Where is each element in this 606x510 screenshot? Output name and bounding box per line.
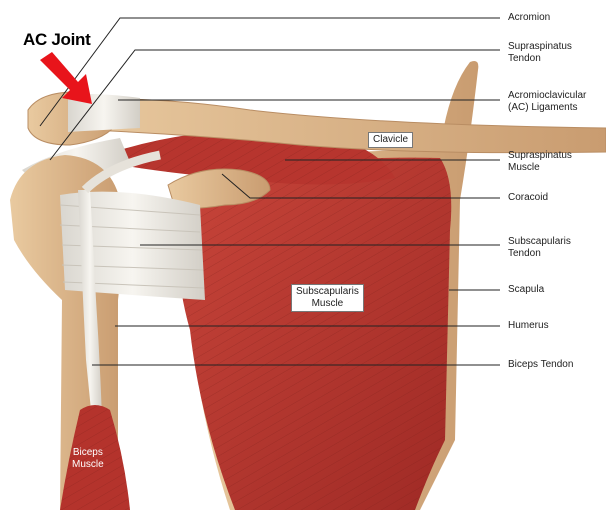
label-supraspinatus-tendon: Supraspinatus Tendon [508, 41, 572, 65]
label-supraspinatus-muscle: Supraspinatus Muscle [508, 150, 572, 174]
label-ac-ligaments: Acromioclavicular (AC) Ligaments [508, 90, 586, 114]
ac-joint-callout-title: AC Joint [23, 30, 90, 50]
label-scapula: Scapula [508, 284, 544, 296]
label-biceps-tendon: Biceps Tendon [508, 359, 573, 371]
label-subscapularis-tendon: Subscapularis Tendon [508, 236, 571, 260]
label-biceps-muscle: Biceps Muscle [72, 447, 104, 471]
label-clavicle: Clavicle [368, 132, 413, 148]
label-acromion: Acromion [508, 12, 550, 24]
label-subscapularis-muscle: Subscapularis Muscle [291, 284, 364, 312]
label-humerus: Humerus [508, 320, 549, 332]
label-coracoid: Coracoid [508, 192, 548, 204]
